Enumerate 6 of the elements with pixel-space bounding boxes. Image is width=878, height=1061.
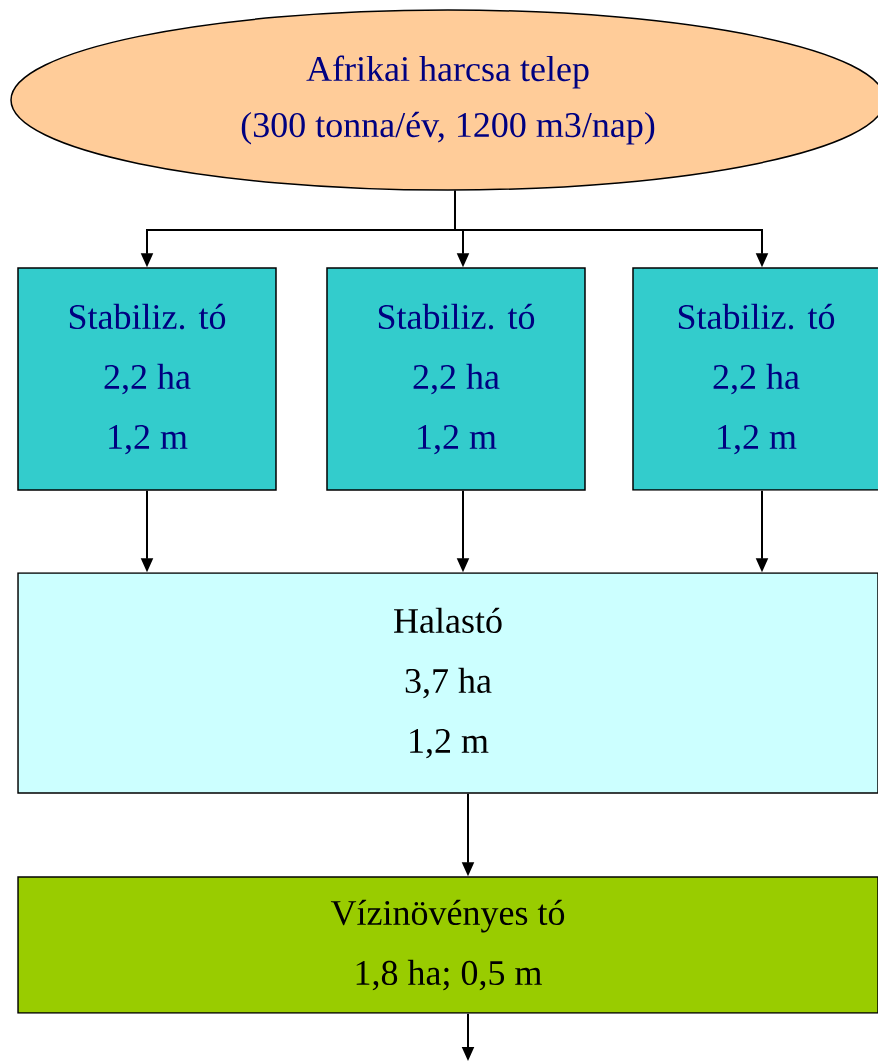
process-box: Stabiliz. tó 2,2 ha 1,2 m: [326, 267, 586, 491]
process-box: Vízinövényes tó 1,8 ha; 0,5 m: [17, 876, 878, 1014]
process-box: Stabiliz. tó 2,2 ha 1,2 m: [17, 267, 277, 491]
oval-node: Afrikai harcsa telep (300 tonna/év, 1200 m3/nap): [10, 9, 878, 191]
process-box: Stabiliz. tó 2,2 ha 1,2 m: [632, 267, 878, 491]
process-box: Halastó 3,7 ha 1,2 m: [17, 572, 878, 794]
